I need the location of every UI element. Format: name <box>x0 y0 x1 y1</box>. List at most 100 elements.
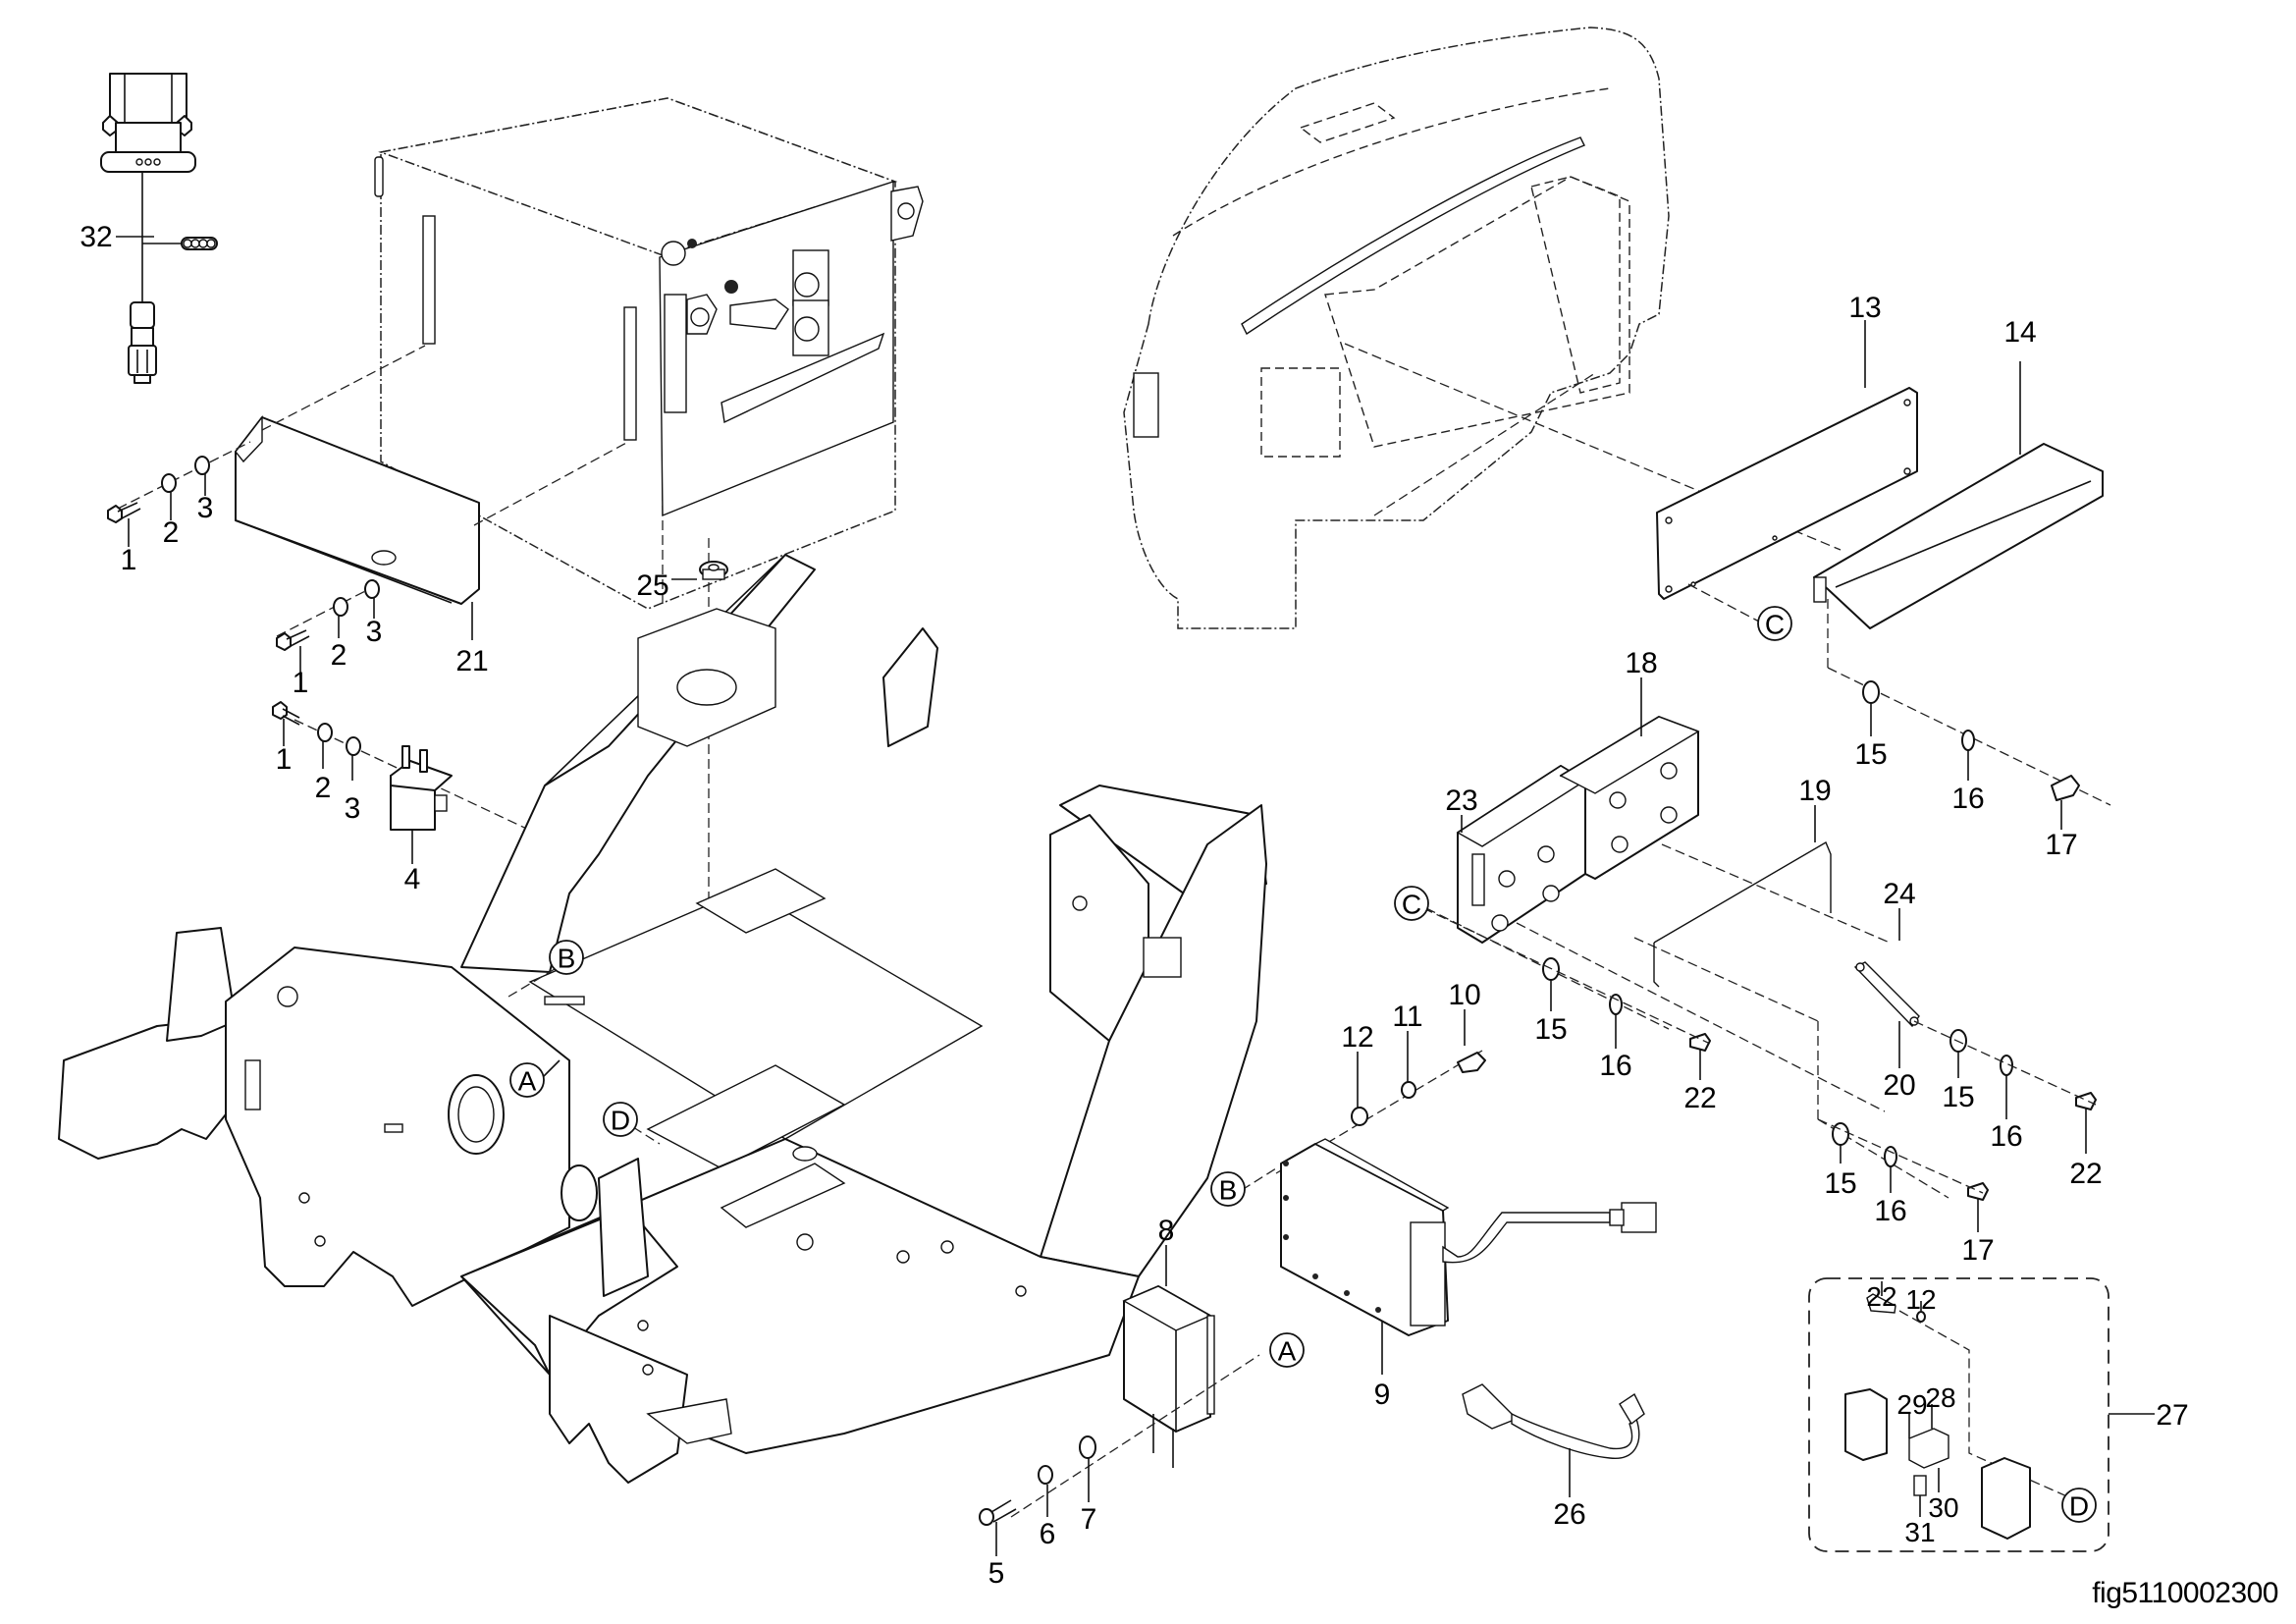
callout-9: 9 <box>1374 1379 1391 1411</box>
callout-7: 7 <box>1081 1503 1097 1536</box>
frame-access-window <box>1143 937 1182 978</box>
bolt-head <box>107 505 123 523</box>
callout-16: 16 <box>1990 1120 2022 1153</box>
callout-3: 3 <box>366 616 383 648</box>
callout-17: 17 <box>2045 829 2077 861</box>
frame-left-ear <box>166 927 237 1042</box>
callout-18: 18 <box>1625 647 1657 679</box>
power-cord-plug <box>1619 1392 1645 1426</box>
callout-12: 12 <box>1341 1021 1373 1054</box>
fastener-set-5-6-7 <box>979 1354 1260 1556</box>
handle-cap <box>729 298 789 330</box>
callout-4: 4 <box>404 863 421 895</box>
part-8-module <box>1122 1245 1215 1468</box>
reference-marker-C1: C <box>1757 606 1792 641</box>
callout-16: 16 <box>1951 783 1984 815</box>
power-cord-connector <box>1462 1383 1519 1430</box>
reference-marker-D2: D <box>2061 1488 2097 1523</box>
fastener-set-15-16-17-upper <box>1862 680 2080 830</box>
callout-labels: 32 1 2 3 1 2 3 21 1 2 3 4 25 13 14 15 16… <box>80 221 2188 1590</box>
part-25-grommet <box>671 561 728 580</box>
callout-2: 2 <box>315 772 332 804</box>
callout-15: 15 <box>1854 738 1887 771</box>
callout-30: 30 <box>1928 1492 1958 1523</box>
part-19-bus-bar <box>1653 805 1832 988</box>
part-27-fuse-box-kit <box>1808 1277 2155 1552</box>
kit-relay <box>1908 1428 1949 1469</box>
callout-2: 2 <box>331 639 347 672</box>
reference-marker-B2: B <box>1210 1171 1246 1207</box>
callout-32: 32 <box>80 221 112 253</box>
callout-15: 15 <box>1942 1081 1974 1113</box>
battery-gauge <box>661 241 686 266</box>
fastener-set-10-11-12 <box>1275 1009 1486 1174</box>
callout-22: 22 <box>1683 1082 1716 1114</box>
charger-cable <box>1442 1212 1611 1264</box>
kit-fuse <box>1913 1475 1927 1496</box>
wheel-hub-right <box>561 1164 598 1221</box>
part-20-link-bar <box>1853 961 1920 1068</box>
callout-3: 3 <box>197 492 214 524</box>
chassis-frame <box>58 554 1267 1484</box>
fastener-set-upper <box>107 441 251 547</box>
part-26-power-cord <box>1462 1383 1645 1497</box>
callout-5: 5 <box>988 1557 1005 1590</box>
part-18-controller <box>1559 677 1700 880</box>
reference-marker-D1: D <box>603 1102 661 1145</box>
callout-31: 31 <box>1904 1517 1935 1547</box>
ref-label: A <box>518 1066 537 1097</box>
figure-id: fig5110002300 <box>2092 1577 2278 1609</box>
callout-21: 21 <box>455 645 488 677</box>
callout-16: 16 <box>1874 1195 1906 1227</box>
callout-13: 13 <box>1848 292 1881 324</box>
cover-trim-strip <box>1241 136 1585 336</box>
charger-plug <box>1621 1202 1657 1233</box>
fastener-set-middle <box>276 579 380 677</box>
callout-29: 29 <box>1896 1389 1927 1420</box>
ref-label: D <box>2069 1491 2089 1522</box>
callout-24: 24 <box>1883 878 1915 910</box>
fastener-set-15-16-22-right <box>1913 1020 2097 1154</box>
callout-27: 27 <box>2156 1399 2188 1432</box>
ref-label: B <box>558 944 576 974</box>
kit-boundary <box>1808 1277 2109 1552</box>
callout-1: 1 <box>121 544 137 576</box>
reference-marker-A1: A <box>509 1059 561 1098</box>
lock-washer <box>161 473 177 493</box>
callout-2: 2 <box>163 516 180 549</box>
callout-25: 25 <box>636 569 668 602</box>
callout-14: 14 <box>2003 316 2036 349</box>
plug-body <box>130 301 155 329</box>
callout-28: 28 <box>1925 1382 1955 1413</box>
part-9-charger <box>1241 1138 1657 1375</box>
callout-16: 16 <box>1599 1050 1631 1082</box>
battery-box-control-panel <box>659 181 894 517</box>
reference-marker-B1: B <box>507 940 584 998</box>
frame-front-plate <box>549 1315 688 1484</box>
kit-screw <box>1866 1293 1896 1314</box>
kit-fuse-holder <box>1981 1457 2031 1540</box>
ref-label: B <box>1219 1175 1238 1206</box>
callout-1: 1 <box>276 743 293 776</box>
callout-15: 15 <box>1824 1167 1856 1200</box>
rear-cover-phantom <box>1123 27 1842 629</box>
callout-11: 11 <box>1392 1001 1422 1033</box>
callout-23: 23 <box>1445 785 1477 817</box>
lift-bar-left <box>422 215 436 345</box>
kit-fuse-cover <box>1844 1388 1888 1461</box>
callout-6: 6 <box>1040 1518 1056 1550</box>
callout-17: 17 <box>1961 1234 1994 1267</box>
ref-label: C <box>1402 890 1421 920</box>
reference-marker-A2: A <box>1269 1332 1305 1368</box>
callout-22: 22 <box>1866 1281 1896 1312</box>
cover-side-handle <box>1133 372 1159 438</box>
fastener-set-15-16-22-left <box>1422 907 1711 1080</box>
ref-label: A <box>1278 1336 1297 1367</box>
part-13-mounting-plate <box>1656 320 1918 623</box>
ref-label: C <box>1765 610 1785 640</box>
callout-22: 22 <box>2069 1158 2102 1190</box>
connector-housing <box>109 73 187 124</box>
callout-3: 3 <box>345 792 361 825</box>
lift-bar-right <box>623 306 637 441</box>
